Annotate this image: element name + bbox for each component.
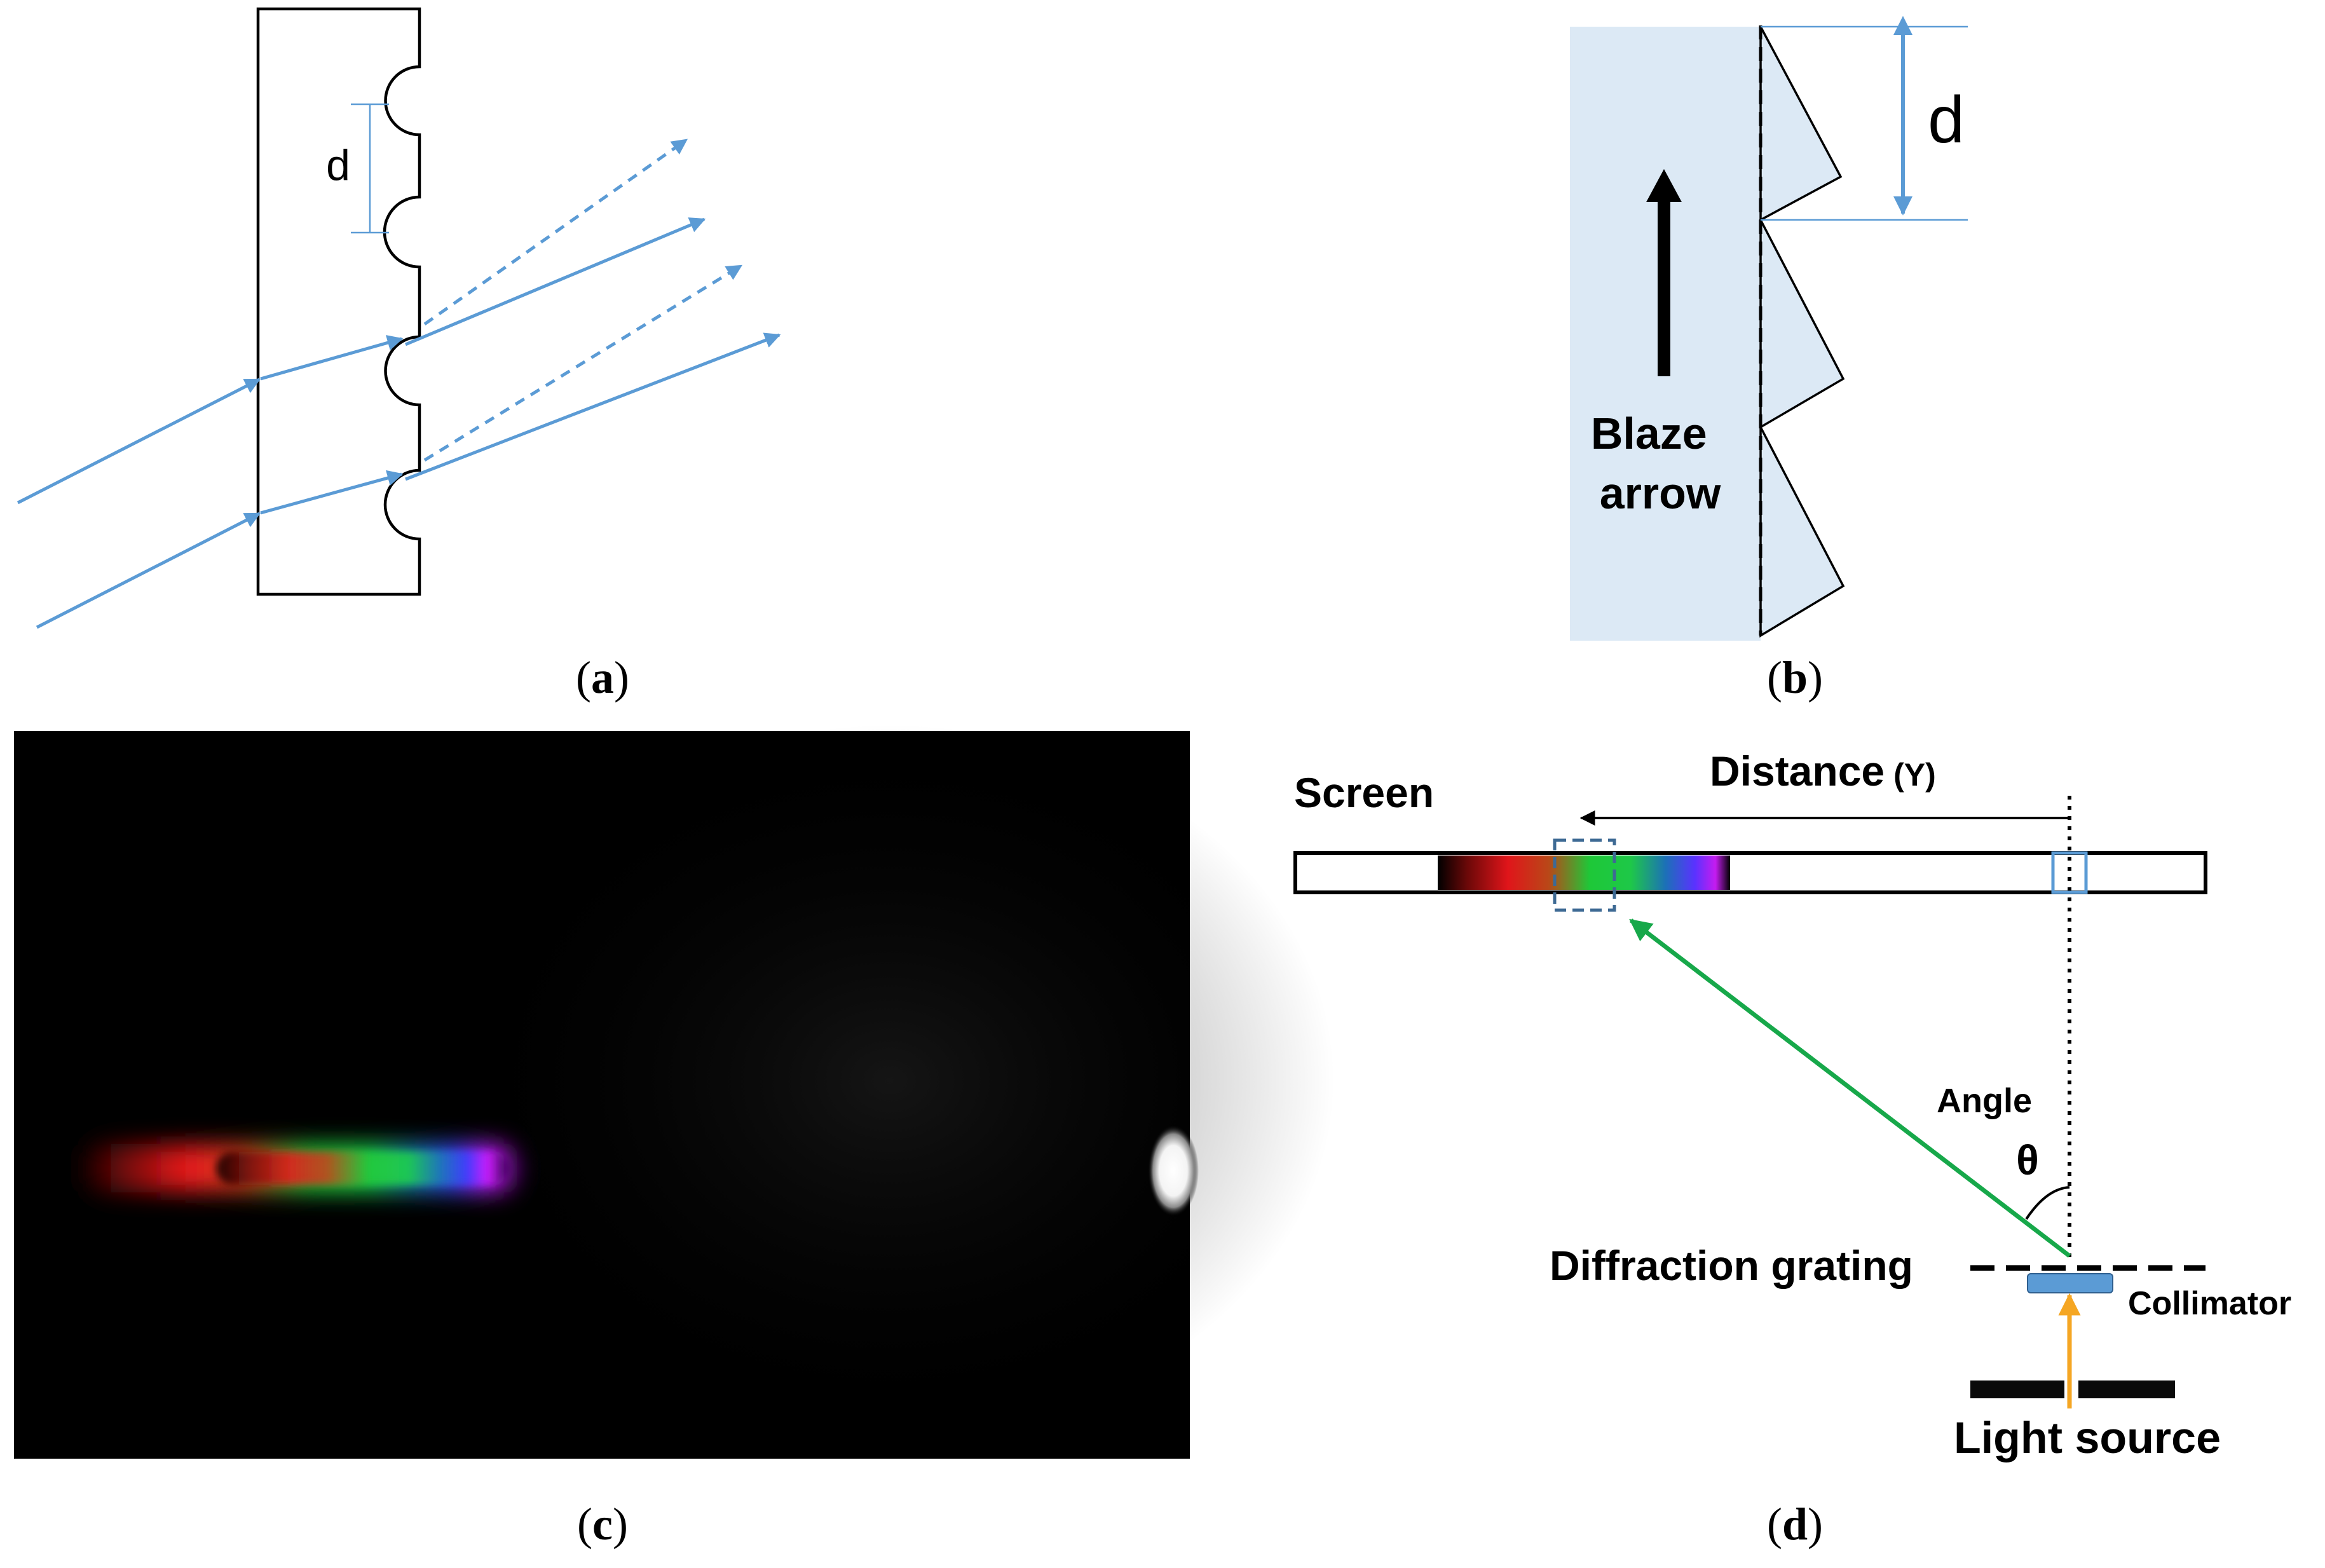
zero-order-spot bbox=[1148, 1125, 1199, 1217]
internal-ray-upper bbox=[260, 335, 404, 381]
collimator-label: Collimator bbox=[2128, 1285, 2291, 1322]
distance-label: Distance(Y) bbox=[1710, 747, 1936, 794]
caption-b: (b) bbox=[1767, 652, 1823, 703]
collimator bbox=[2027, 1273, 2113, 1293]
transmitted-ray-lower bbox=[405, 332, 781, 481]
dashed-ray-upper bbox=[423, 138, 688, 326]
panel-d: Screen Distance(Y) Angle θ Diffraction g… bbox=[1293, 747, 2291, 1550]
incident-ray-upper bbox=[17, 378, 261, 505]
pitch-label-b: d bbox=[1928, 83, 1965, 157]
panel-a: d (a) bbox=[17, 7, 781, 703]
spectrum-band-d bbox=[1438, 856, 1730, 890]
dashed-ray-lower bbox=[423, 264, 743, 462]
panel-c: (c) bbox=[14, 725, 1335, 1550]
source-slit-right bbox=[2078, 1381, 2175, 1398]
incident-ray-lower bbox=[36, 512, 261, 629]
angle-label: Angle bbox=[1937, 1082, 2032, 1120]
pitch-label-a: d bbox=[326, 141, 350, 189]
panel-b: d Blaze arrow (b) bbox=[1570, 15, 1968, 703]
internal-ray-lower bbox=[260, 470, 404, 515]
pitch-dimension: d bbox=[326, 103, 389, 234]
blazed-teeth bbox=[1759, 26, 1845, 638]
angle-symbol: θ bbox=[2016, 1136, 2039, 1183]
transmitted-ray-upper bbox=[405, 217, 706, 346]
blaze-arrow-label: Blaze arrow bbox=[1591, 409, 1721, 518]
screen-label: Screen bbox=[1294, 769, 1434, 816]
light-rays-a bbox=[17, 138, 781, 629]
diffracted-ray bbox=[1629, 918, 2071, 1258]
caption-c: (c) bbox=[577, 1499, 628, 1550]
measured-order-box bbox=[1553, 838, 1616, 912]
blaze-arrowhead-icon bbox=[1646, 169, 1682, 202]
light-source-label: Light source bbox=[1954, 1413, 2221, 1462]
zero-order-box bbox=[2051, 851, 2088, 894]
caption-a: (a) bbox=[576, 652, 629, 703]
grating-label: Diffraction grating bbox=[1550, 1242, 1913, 1289]
pitch-dimension-b: d bbox=[1761, 15, 1968, 221]
source-slit-left bbox=[1970, 1381, 2064, 1398]
angle-arc bbox=[2025, 1186, 2070, 1220]
caption-d: (d) bbox=[1767, 1499, 1823, 1550]
grating-substrate bbox=[256, 7, 421, 596]
